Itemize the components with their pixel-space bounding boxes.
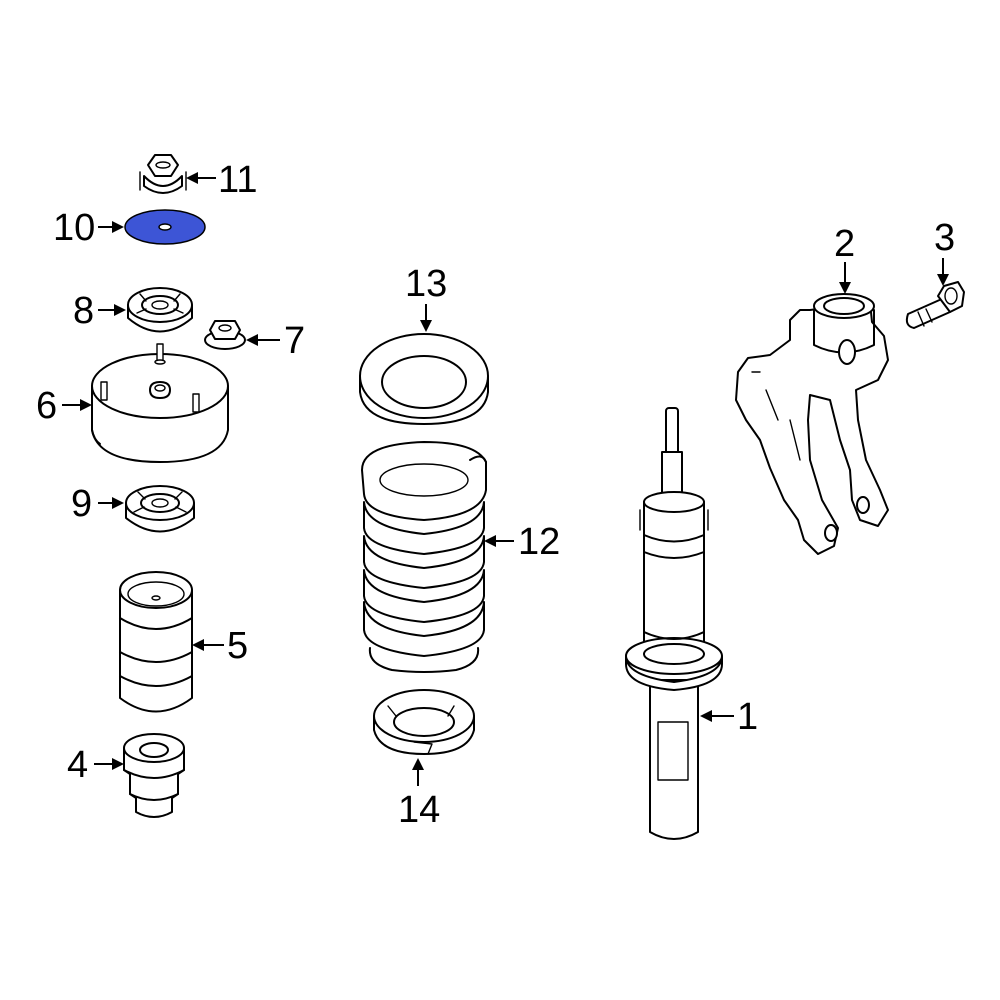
callout-10: 10	[53, 207, 95, 249]
arrow-1	[700, 710, 734, 722]
part-1-strut-assembly[interactable]	[625, 407, 723, 840]
part-9-rubber-mount[interactable]	[125, 485, 195, 533]
arrow-7	[246, 334, 280, 346]
callout-5: 5	[227, 625, 248, 667]
callout-8: 8	[73, 290, 94, 332]
callout-2: 2	[834, 223, 855, 265]
callout-6: 6	[36, 385, 57, 427]
arrow-10	[98, 221, 124, 233]
arrow-5	[192, 639, 224, 651]
callout-1: 1	[737, 696, 758, 738]
arrow-8	[98, 304, 126, 316]
callout-9: 9	[71, 483, 92, 525]
callout-7: 7	[284, 320, 305, 362]
part-3-bolt[interactable]	[905, 281, 965, 329]
part-2-steering-knuckle[interactable]	[735, 293, 889, 555]
part-11-hex-nut[interactable]	[139, 154, 187, 194]
arrow-9	[98, 497, 124, 509]
part-13-upper-spring-seat[interactable]	[359, 333, 489, 425]
part-10-washer[interactable]	[124, 209, 206, 245]
callout-12: 12	[518, 521, 560, 563]
arrow-11	[186, 172, 216, 184]
arrow-12	[484, 535, 514, 547]
callout-14: 14	[398, 789, 440, 831]
arrow-14	[412, 758, 424, 786]
arrow-4	[94, 758, 124, 770]
part-12-coil-spring[interactable]	[361, 441, 487, 673]
part-7-flange-nut[interactable]	[204, 320, 246, 350]
arrow-3	[937, 258, 949, 286]
part-14-lower-spring-seat[interactable]	[373, 689, 475, 755]
part-6-strut-mount[interactable]	[91, 343, 229, 463]
callout-11: 11	[218, 159, 257, 201]
part-4-bump-stop[interactable]	[123, 733, 185, 818]
callout-3: 3	[934, 217, 955, 259]
arrow-13	[420, 304, 432, 332]
part-8-rubber-mount[interactable]	[127, 287, 193, 333]
callout-4: 4	[67, 744, 88, 786]
callout-13: 13	[405, 263, 447, 305]
part-5-dust-boot[interactable]	[119, 571, 193, 713]
arrow-2	[839, 262, 851, 294]
arrow-6	[62, 399, 92, 411]
